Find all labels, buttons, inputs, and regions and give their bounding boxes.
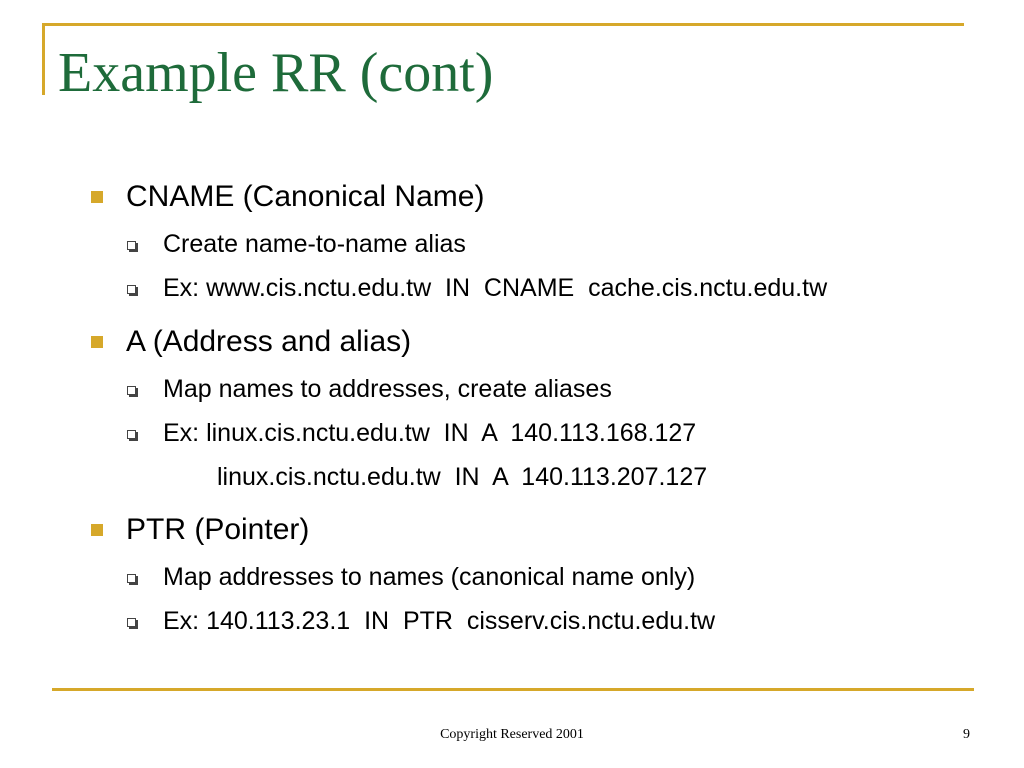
footer-copyright: Copyright Reserved 2001 [440,727,584,742]
subitem-address-desc: Map names to addresses, create aliases [163,375,612,403]
bullet-cname: CNAME (Canonical Name) [126,180,485,213]
subitem-address-example: Ex: linux.cis.nctu.edu.tw IN A 140.113.1… [163,419,697,447]
hollow-square-bullet-icon [127,285,136,294]
square-bullet-icon [91,336,103,348]
frame-top-line [42,23,964,26]
subitem-cname-desc: Create name-to-name alias [163,230,466,258]
hollow-square-bullet-icon [127,241,136,250]
bullet-address: A (Address and alias) [126,325,412,358]
page-number: 9 [963,727,970,742]
hollow-square-bullet-icon [127,430,136,439]
hollow-square-bullet-icon [127,574,136,583]
square-bullet-icon [91,524,103,536]
bullet-ptr: PTR (Pointer) [126,513,310,546]
square-bullet-icon [91,191,103,203]
subitem-ptr-desc: Map addresses to names (canonical name o… [163,563,696,591]
frame-left-line [42,23,45,95]
frame-bottom-line [52,688,974,691]
subitem-ptr-example: Ex: 140.113.23.1 IN PTR cisserv.cis.nctu… [163,607,716,635]
slide-title: Example RR (cont) [58,42,494,104]
hollow-square-bullet-icon [127,386,136,395]
subitem-cname-example: Ex: www.cis.nctu.edu.tw IN CNAME cache.c… [163,274,828,302]
hollow-square-bullet-icon [127,618,136,627]
subitem-address-example-continuation: linux.cis.nctu.edu.tw IN A 140.113.207.1… [217,463,708,491]
